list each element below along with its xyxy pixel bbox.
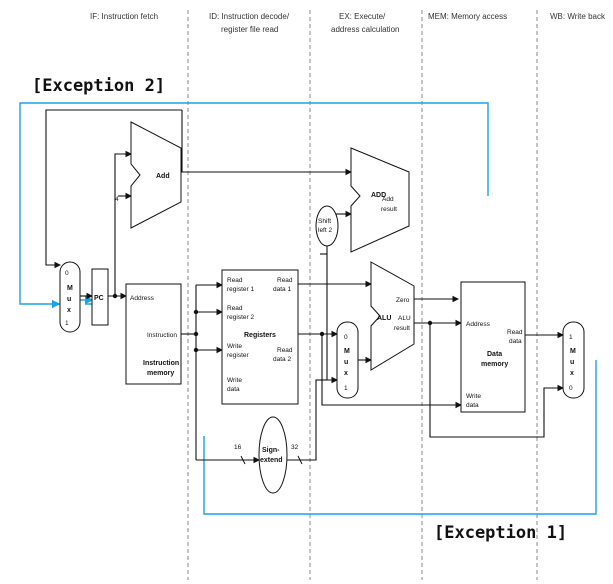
reg-read2-b: register 2 [227,314,254,321]
exception-2-path [19,102,489,309]
pc-register [91,268,109,326]
register-file [221,269,299,405]
pc-mux-x: x [67,307,71,314]
shift-label-1: Shift [318,218,331,225]
branch-adder-out-1: Add [382,196,394,203]
reg-data2-b: data 2 [273,356,291,363]
sign-extend-label-2: extend [260,457,283,464]
alu-result-2: result [394,325,410,332]
alu-zero-label: Zero [396,297,410,304]
dmem-read-1: Read [507,329,523,336]
wb-mux-x: x [570,370,574,377]
pc-label: PC [94,295,104,302]
bus-slash-16 [240,455,246,465]
wb-mux-u: u [570,359,574,366]
alu-mux-x: x [344,370,348,377]
wb-mux-1: 1 [569,334,573,341]
stage-id-label-1: ID: Instruction decode/ [209,12,290,21]
pc-adder-label: Add [156,173,170,180]
sign-extend-label-1: Sign- [262,447,280,454]
reg-data1-b: data 1 [273,286,291,293]
reg-data2-a: Read [277,347,293,354]
alu-mux-0: 0 [344,334,348,341]
dmem-title-2: memory [481,361,508,368]
reg-wdata-b: data [227,386,240,393]
instruction-memory [125,283,182,385]
imem-title-2: memory [147,370,174,377]
bus-slash-32 [297,455,303,465]
pc-adder [130,121,182,229]
main-alu [370,261,415,371]
stage-mem-label: MEM: Memory access [428,12,507,21]
alu-label: ALU [377,315,391,322]
dmem-write-2: data [466,402,479,409]
bus-width-16: 16 [234,444,242,451]
pc-mux-u: u [67,296,71,303]
wb-mux-m: M [570,348,576,355]
stage-ex-label-2: address calculation [331,25,399,34]
alu-src-mux [336,321,359,399]
reg-write-b: register [227,352,250,359]
sign-extend [258,416,288,494]
imem-instruction-label: Instruction [147,332,177,339]
exception-1-label: [Exception 1] [434,523,567,543]
stage-id-label-2: register file read [221,25,278,34]
shift-left-2 [315,205,339,247]
bus-width-32: 32 [291,444,299,451]
dmem-read-2: data [509,338,522,345]
branch-adder [350,147,410,253]
alu-result-1: ALU [398,315,411,322]
reg-read1-a: Read [227,277,243,284]
reg-title: Registers [244,332,276,339]
branch-adder-label: ADD [371,192,386,199]
shift-label-2: left 2 [318,227,332,234]
pc-mux-0: 0 [65,270,69,277]
wire-junctions [112,293,433,353]
stage-if-label: IF: Instruction fetch [90,12,158,21]
exception-2-label: [Exception 2] [32,76,165,96]
stage-ex-label-1: EX: Execute/ [339,12,386,21]
pc-mux [59,261,81,333]
imem-address-label: Address [130,295,155,302]
wb-mux-0: 0 [569,385,573,392]
stage-wb-label: WB: Write back [550,12,606,21]
alu-mux-m: M [344,348,350,355]
dmem-title-1: Data [487,351,502,358]
dmem-write-1: Write [466,393,481,400]
alu-mux-u: u [344,359,348,366]
reg-read2-a: Read [227,305,243,312]
imem-title-1: Instruction [143,360,179,367]
branch-adder-out-2: result [381,206,397,213]
pc-adder-const: 4 [115,196,119,203]
pc-mux-m: M [67,285,73,292]
reg-write-a: Write [227,343,242,350]
data-memory [460,281,526,413]
pc-mux-1: 1 [65,320,69,327]
reg-wdata-a: Write [227,377,242,384]
alu-mux-1: 1 [344,385,348,392]
reg-data1-a: Read [277,277,293,284]
reg-read1-b: register 1 [227,286,254,293]
writeback-mux [562,321,585,399]
dmem-address-label: Address [466,321,491,328]
stage-dividers [187,10,538,580]
